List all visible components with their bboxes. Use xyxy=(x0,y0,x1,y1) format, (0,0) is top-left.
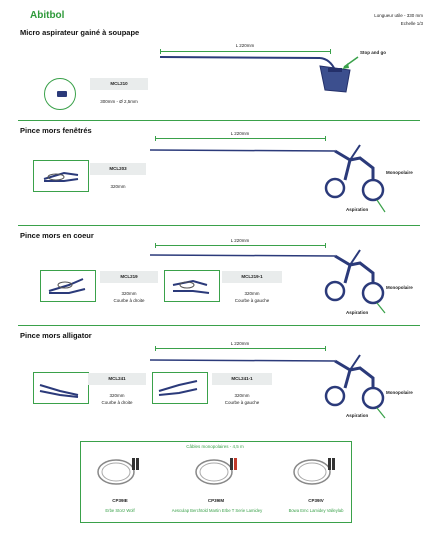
dimension-line xyxy=(155,245,325,246)
ref-spec-curve: Courbe à gauche xyxy=(234,298,270,303)
cable-code: CP39IE xyxy=(112,498,128,503)
ref-spec-length: 320mm xyxy=(234,393,250,398)
dimension-tick xyxy=(325,243,326,248)
length-label: L 220mm xyxy=(230,131,250,136)
cable-code: CP39IV xyxy=(308,498,324,503)
dimension-line xyxy=(155,138,325,139)
useful-length: Longueur utile - 330 mm xyxy=(374,13,423,18)
ref-spec: 320mm Courbe à gauche xyxy=(208,392,276,406)
length-label: L 220mm xyxy=(235,43,255,48)
jaw-detail-image xyxy=(152,372,208,404)
length-label: L 220mm xyxy=(230,238,250,243)
cable-code: CP39IM xyxy=(207,498,225,503)
section-title: Micro aspirateur gainé à soupape xyxy=(20,28,140,37)
monopolar-label: Monopolaire xyxy=(386,390,413,395)
section-title: Pince mors en coeur xyxy=(20,231,94,240)
tip-detail-circle xyxy=(44,78,76,110)
cables-box xyxy=(80,441,352,523)
ref-spec: 320mm Courbe à droite xyxy=(84,392,150,406)
jaw-detail-image xyxy=(33,372,89,404)
cables-title: Câbles monopolaires - 4,5 m xyxy=(186,444,244,449)
ref-code: MCL210 xyxy=(90,78,148,90)
fenestrated-forceps-drawing xyxy=(149,144,386,213)
cable-brands: Bowa Emc Lamidey Valleylab xyxy=(288,508,344,513)
ref-code: MCL219-1 xyxy=(222,271,282,283)
aspiration-label: Aspiration xyxy=(346,207,369,212)
stop-and-go-label: Stop and go xyxy=(360,50,386,55)
dimension-tick xyxy=(325,136,326,141)
ref-spec: 320mm Courbe à gauche xyxy=(218,290,286,304)
section-title: Pince mors alligator xyxy=(20,331,92,340)
dimension-tick xyxy=(155,346,156,351)
ref-spec-curve: Courbe à droite xyxy=(113,298,145,303)
section-divider xyxy=(18,225,420,226)
ref-spec: 300mm - Ø 2,5mm xyxy=(100,99,138,104)
section-divider xyxy=(18,325,420,326)
ref-spec-length: 320mm xyxy=(244,291,260,296)
arrow-icon xyxy=(342,56,359,69)
ref-spec-curve: Courbe à droite xyxy=(101,400,133,405)
dimension-line xyxy=(155,348,325,349)
heart-forceps-drawing xyxy=(149,249,386,314)
dimension-tick xyxy=(330,49,331,54)
ref-spec: 320mm Courbe à droite xyxy=(96,290,162,304)
dimension-tick xyxy=(155,243,156,248)
ref-spec-length: 320mm xyxy=(109,393,125,398)
cable-brands: Aesculap Berchtold Martin Erbe T Serie L… xyxy=(171,508,263,513)
ref-code: MCL203 xyxy=(90,163,146,175)
header-info: Longueur utile - 330 mm Echelle 1/3 xyxy=(374,12,423,28)
jaw-detail-image xyxy=(33,160,89,192)
dimension-tick xyxy=(155,136,156,141)
ref-code: MCL219 xyxy=(100,271,158,283)
section-title: Pince mors fenêtrés xyxy=(20,126,92,135)
jaw-detail-image xyxy=(40,270,96,302)
ref-code: MCL241 xyxy=(88,373,146,385)
dimension-tick xyxy=(325,346,326,351)
scale: Echelle 1/3 xyxy=(400,21,423,26)
length-label: L 220mm xyxy=(230,341,250,346)
cable-image xyxy=(195,458,237,485)
dimension-line xyxy=(160,51,330,52)
cable-image xyxy=(293,458,335,485)
monopolar-label: Monopolaire xyxy=(386,285,413,290)
jaw-detail-image xyxy=(164,270,220,302)
micro-aspirator-drawing xyxy=(159,56,351,93)
cable-image xyxy=(97,458,139,485)
dimension-tick xyxy=(160,49,161,54)
ref-spec: 320mm xyxy=(110,184,126,189)
monopolar-label: Monopolaire xyxy=(386,170,413,175)
alligator-forceps-drawing xyxy=(149,354,386,419)
section-divider xyxy=(18,120,420,121)
cable-brands: Erbe Storz Wolf xyxy=(105,508,135,513)
aspiration-label: Aspiration xyxy=(346,413,369,418)
ref-spec-length: 320mm xyxy=(121,291,137,296)
ref-spec-curve: Courbe à gauche xyxy=(224,400,260,405)
ref-code: MCL241-1 xyxy=(212,373,272,385)
brand-name: Abitbol xyxy=(30,10,65,21)
aspiration-label: Aspiration xyxy=(346,310,369,315)
